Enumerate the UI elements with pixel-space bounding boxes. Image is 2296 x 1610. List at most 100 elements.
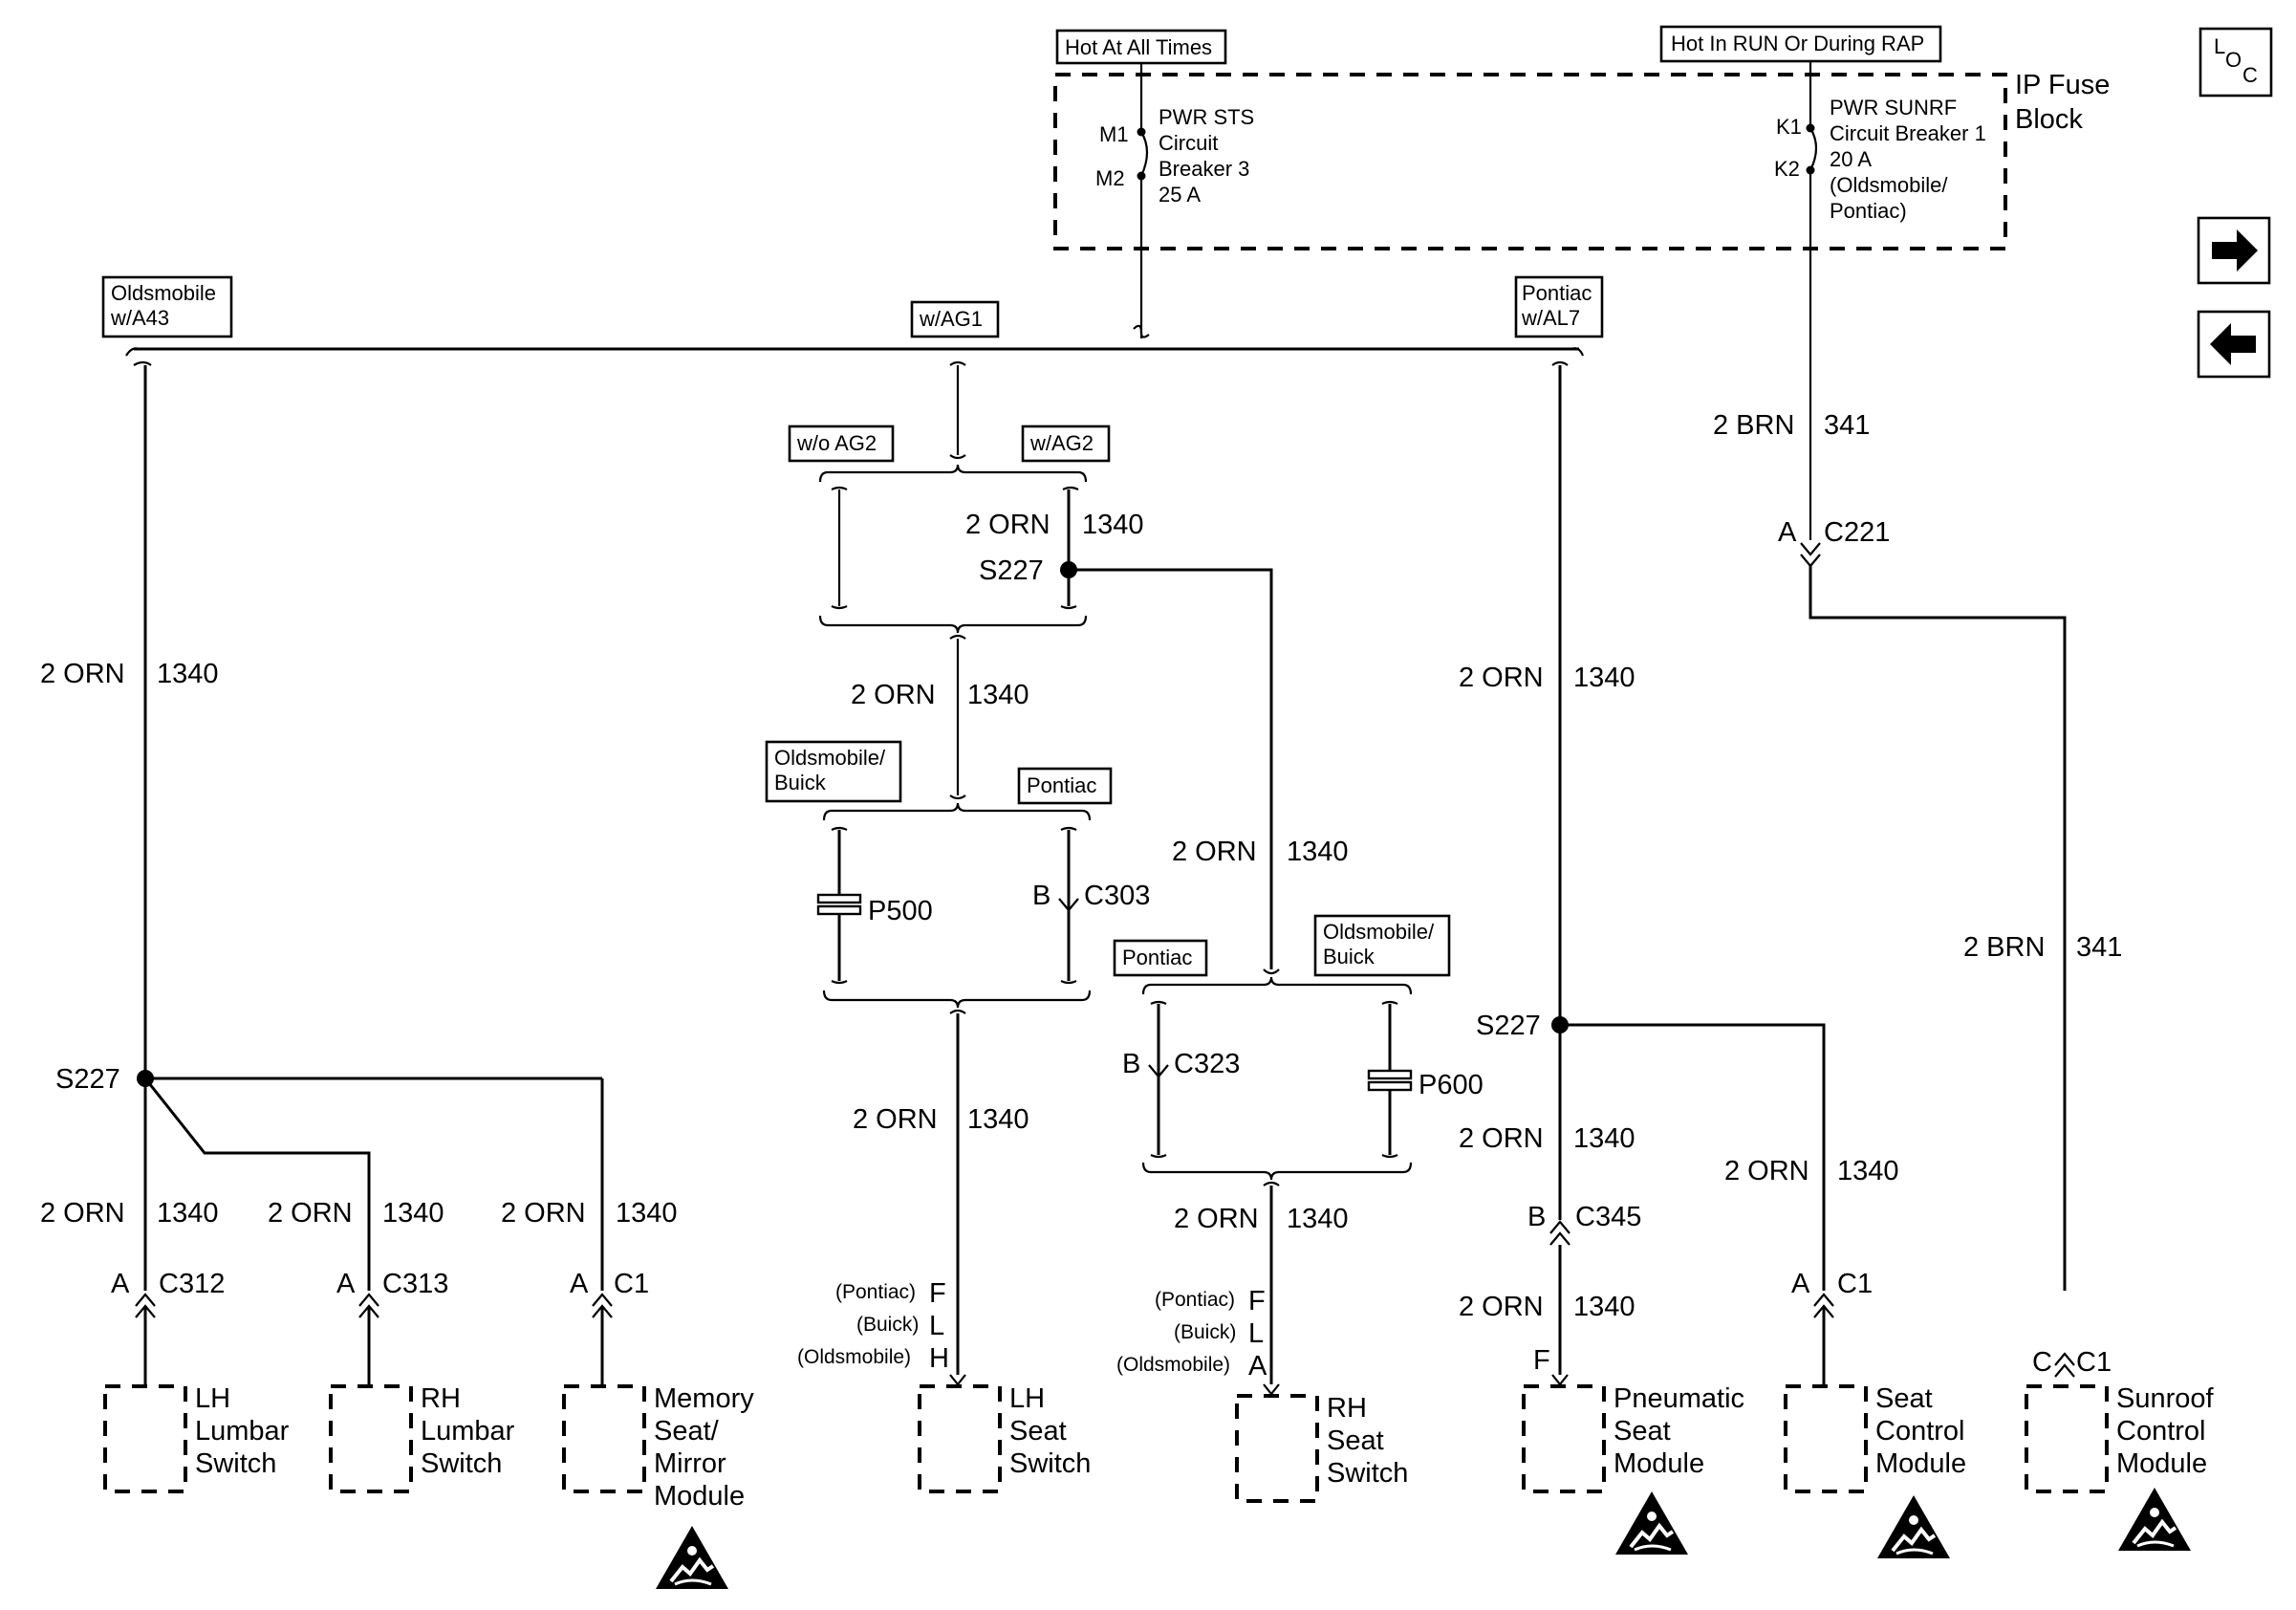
c323-pin: B — [1122, 1049, 1140, 1079]
connector-c1-seat-ctrl: A C1 — [1791, 1269, 1873, 1388]
left-wire-circuit: 1340 — [157, 659, 219, 689]
svg-text:C313: C313 — [382, 1269, 448, 1299]
option-oldsmobile-a43: Oldsmobile w/A43 — [101, 275, 233, 338]
svg-text:H: H — [929, 1343, 949, 1374]
lh-seat-pin-variants: (Pontiac) F (Buick) L (Oldsmobile) H — [797, 1278, 949, 1374]
svg-text:Buick: Buick — [774, 771, 827, 794]
option-pontiac-1: Pontiac — [1017, 767, 1113, 805]
svg-text:w/AL7: w/AL7 — [1521, 306, 1580, 330]
hot-at-all-times-label: Hot At All Times — [1055, 29, 1227, 65]
svg-text:M2: M2 — [1095, 166, 1125, 190]
ag1-wire-circuit: 1340 — [967, 680, 1029, 710]
svg-text:Pontiac: Pontiac — [1522, 281, 1592, 305]
svg-text:RH: RH — [421, 1383, 461, 1414]
c313-wire-circuit: 1340 — [382, 1198, 444, 1229]
svg-text:Hot At All Times: Hot At All Times — [1065, 35, 1212, 59]
prev-page-arrow-icon[interactable] — [2197, 310, 2271, 379]
svg-text:Buick: Buick — [1323, 945, 1375, 968]
rh-seat-pin-variants: (Pontiac) F (Buick) L (Oldsmobile) A — [1116, 1286, 1267, 1382]
svg-text:C1: C1 — [2076, 1347, 2112, 1378]
lh-seat-wire-gauge: 2 ORN — [853, 1104, 938, 1135]
svg-text:A: A — [1248, 1351, 1267, 1382]
svg-text:Pontiac: Pontiac — [1122, 946, 1192, 969]
ag1-wire-gauge: 2 ORN — [851, 680, 936, 710]
svg-text:w/o AG2: w/o AG2 — [796, 431, 877, 455]
svg-text:Oldsmobile: Oldsmobile — [111, 281, 216, 305]
svg-text:A: A — [336, 1269, 356, 1299]
svg-text:w/AG1: w/AG1 — [919, 307, 983, 331]
svg-text:Seat: Seat — [1875, 1383, 1933, 1414]
pneumatic-pin: F — [1533, 1345, 1550, 1376]
svg-text:Hot In RUN Or During RAP: Hot In RUN Or During RAP — [1671, 32, 1924, 55]
memory-seat-mirror-module: Memory Seat/ Mirror Module — [562, 1383, 754, 1512]
svg-text:RH: RH — [1327, 1393, 1367, 1424]
svg-text:LH: LH — [1009, 1383, 1045, 1414]
circuit-breaker-1: K1 K2 PWR SUNRF Circuit Breaker 1 20 A (… — [1774, 61, 1986, 540]
sunroof-upper-wire-circuit: 341 — [1824, 410, 1870, 441]
c345-wire-circuit: 1340 — [1573, 1123, 1635, 1154]
main-bus — [125, 324, 1585, 357]
esd-warning-icon — [654, 1524, 730, 1591]
svg-text:M1: M1 — [1099, 122, 1129, 146]
rh-seat-variant-bracket — [1141, 968, 1413, 1396]
svg-text:LH: LH — [195, 1383, 230, 1414]
p600-label: P600 — [1419, 1070, 1484, 1100]
svg-text:Switch: Switch — [1327, 1458, 1408, 1489]
svg-text:Circuit Breaker 1: Circuit Breaker 1 — [1830, 121, 1986, 145]
c303-label: C303 — [1084, 881, 1150, 911]
svg-text:K1: K1 — [1776, 115, 1802, 139]
seat-ctrl-wire-circuit: 1340 — [1837, 1156, 1899, 1186]
c312-wire-gauge: 2 ORN — [40, 1198, 125, 1229]
svg-text:K2: K2 — [1774, 157, 1800, 181]
svg-text:Control: Control — [1875, 1416, 1965, 1447]
svg-text:C312: C312 — [159, 1269, 225, 1299]
svg-text:Sunroof: Sunroof — [2116, 1383, 2215, 1414]
lh-lumbar-switch: LH Lumbar Switch — [103, 1383, 290, 1493]
connector-c1-sunroof: C C1 — [2032, 1347, 2112, 1378]
svg-text:Pontiac): Pontiac) — [1830, 199, 1907, 223]
connector-c312: A C312 — [111, 1269, 225, 1388]
svg-text:A: A — [1791, 1269, 1810, 1299]
pontiac-wire-circuit: 1340 — [1573, 663, 1635, 693]
c312-wire-circuit: 1340 — [157, 1198, 219, 1229]
pneumatic-wire-gauge: 2 ORN — [1459, 1292, 1544, 1322]
sunroof-lower-wire-circuit: 341 — [2076, 932, 2122, 963]
lh-seat-variant-bracket — [816, 802, 1092, 1386]
svg-text:Circuit: Circuit — [1159, 131, 1218, 155]
option-oldsmobile-buick-2: Oldsmobile/ Buick — [1313, 914, 1451, 977]
right-splice-label: S227 — [1476, 1011, 1541, 1041]
svg-text:A: A — [111, 1269, 130, 1299]
rh-seat-wire-gauge: 2 ORN — [1174, 1204, 1259, 1234]
option-wo-ag2: w/o AG2 — [788, 424, 895, 463]
rh-seat-switch: RH Seat Switch — [1235, 1393, 1408, 1503]
svg-text:C: C — [2242, 63, 2258, 87]
svg-text:O: O — [2225, 48, 2242, 72]
rh-branch-wire-circuit: 1340 — [1287, 837, 1349, 867]
svg-text:L: L — [1248, 1318, 1264, 1349]
svg-text:Switch: Switch — [421, 1448, 502, 1479]
svg-text:(Oldsmobile): (Oldsmobile) — [797, 1346, 911, 1368]
sunroof-lower-wire-gauge: 2 BRN — [1963, 932, 2045, 963]
svg-text:(Pontiac): (Pontiac) — [1155, 1289, 1235, 1311]
svg-text:Lumbar: Lumbar — [421, 1416, 515, 1447]
svg-text:Module: Module — [654, 1481, 745, 1512]
svg-text:Control: Control — [2116, 1416, 2206, 1447]
next-page-arrow-icon[interactable] — [2197, 216, 2271, 285]
svg-text:Module: Module — [2116, 1448, 2207, 1479]
c313-wire-gauge: 2 ORN — [268, 1198, 353, 1229]
svg-text:C: C — [2032, 1347, 2052, 1378]
circuit-breaker-3: M1 M2 PWR STS Circuit Breaker 3 25 A — [1095, 63, 1254, 325]
left-branch-wire — [133, 360, 604, 1291]
svg-text:(Buick): (Buick) — [1174, 1321, 1236, 1343]
svg-text:Pneumatic: Pneumatic — [1614, 1383, 1744, 1414]
svg-text:(Buick): (Buick) — [856, 1314, 919, 1336]
svg-text:w/AG2: w/AG2 — [1029, 431, 1094, 455]
hot-in-run-label: Hot In RUN Or During RAP — [1659, 25, 1942, 63]
lh-seat-wire-circuit: 1340 — [967, 1104, 1029, 1135]
svg-text:20 A: 20 A — [1830, 147, 1872, 171]
ip-fuse-block-title: IP Fuse — [2015, 70, 2110, 100]
sunroof-control-module: Sunroof Control Module — [2025, 1383, 2215, 1493]
loc-icon[interactable]: L O C — [2199, 27, 2273, 98]
seat-ctrl-wire-gauge: 2 ORN — [1724, 1156, 1809, 1186]
